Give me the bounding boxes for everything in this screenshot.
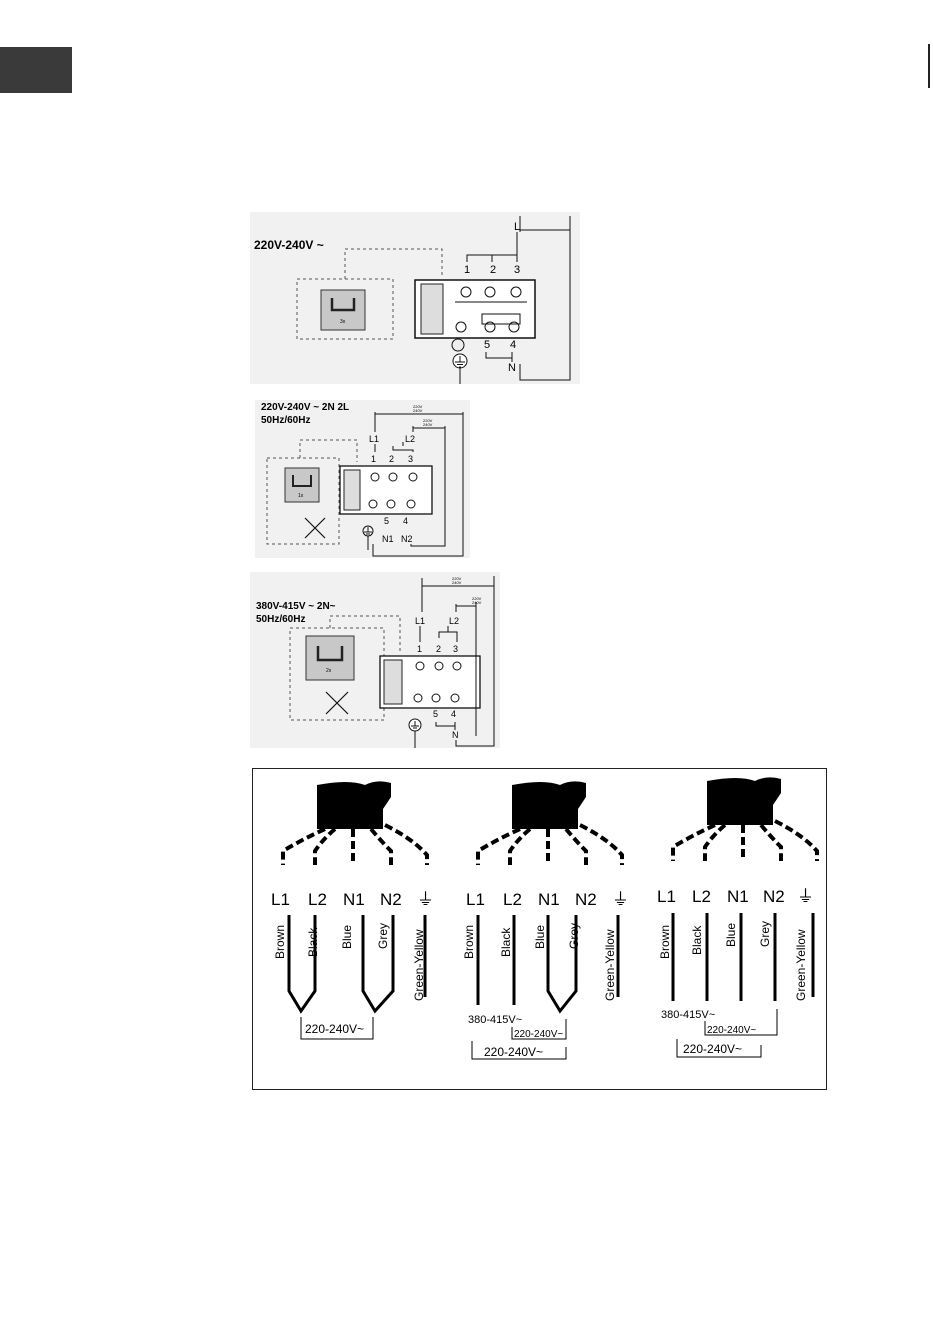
terminal-label-L1: L1 <box>271 890 290 909</box>
earth-icon: ⏚ <box>417 890 434 909</box>
terminal-3: 3 <box>408 454 413 464</box>
wire-color-black: Black <box>306 927 320 957</box>
page-tab-marker <box>0 47 72 93</box>
wire-color-brown: Brown <box>462 925 476 959</box>
scale-label: 240V <box>423 422 433 427</box>
terminal-5: 5 <box>433 709 438 719</box>
terminal-2: 2 <box>436 644 441 654</box>
line-label-L2: L2 <box>449 616 459 626</box>
line-label-L2: L2 <box>405 434 415 444</box>
bridge-count: 3x <box>340 319 346 325</box>
wire-color-blue: Blue <box>724 923 738 947</box>
terminal-1: 1 <box>417 644 422 654</box>
line-label-N: N <box>452 730 459 740</box>
terminal-4: 4 <box>510 339 516 351</box>
line-label-N1: N1 <box>382 534 394 544</box>
wire-color-green-yellow: Green-Yellow <box>603 929 617 1001</box>
scale-label: 240V <box>452 580 462 585</box>
voltage-220-240: 220-240V~ <box>707 1025 756 1036</box>
terminal-label-L1: L1 <box>657 887 676 906</box>
wire-color-blue: Blue <box>340 925 354 949</box>
wire-color-grey: Grey <box>758 921 772 947</box>
terminal-5: 5 <box>484 339 490 351</box>
wire-color-green-yellow: Green-Yellow <box>412 929 426 1001</box>
scale-label: 240V <box>413 408 423 413</box>
terminal-label-N2: N2 <box>380 890 402 909</box>
voltage-label: 380V-415V ~ 2N~ <box>256 601 336 612</box>
cable-group-1: L1 L2 N1 N2 ⏚ Brown Black Blue Grey Gree… <box>271 781 434 1040</box>
voltage-380-415: 380-415V~ <box>661 1009 715 1021</box>
terminal-label-N1: N1 <box>538 890 560 909</box>
terminal-label-L2: L2 <box>308 890 327 909</box>
terminal-label-N2: N2 <box>575 890 597 909</box>
frequency-label: 50Hz/60Hz <box>261 415 310 426</box>
earth-icon: ⏚ <box>612 890 629 909</box>
wiring-diagram-single-phase: 220V-240V ~ 3x 1 2 3 5 4 L N <box>250 212 580 384</box>
no-bridge-icon <box>325 691 349 715</box>
terminal-3: 3 <box>453 644 458 654</box>
terminal-2: 2 <box>389 454 394 464</box>
terminal-2: 2 <box>490 264 496 276</box>
wire-color-black: Black <box>690 925 704 955</box>
terminal-4: 4 <box>451 709 456 719</box>
wire-color-grey: Grey <box>567 923 581 949</box>
terminal-label-N2: N2 <box>763 887 785 906</box>
no-bridge-icon <box>304 517 326 539</box>
terminal-label-L1: L1 <box>466 890 485 909</box>
voltage-label: 220V-240V ~ 2N 2L <box>261 402 349 413</box>
terminal-label-N1: N1 <box>727 887 749 906</box>
terminal-label-L2: L2 <box>692 887 711 906</box>
frequency-label: 50Hz/60Hz <box>256 614 305 625</box>
wire-color-brown: Brown <box>273 925 287 959</box>
bridge-count: 2x <box>326 668 332 674</box>
terminal-4: 4 <box>403 516 408 526</box>
voltage-220-240: 220-240V~ <box>305 1022 364 1036</box>
cable-connection-diagrams: L1 L2 N1 N2 ⏚ Brown Black Blue Grey Gree… <box>252 768 827 1090</box>
scale-label: 220V <box>452 576 462 581</box>
earth-icon: ⏚ <box>797 887 814 906</box>
wiring-diagram-three-phase: 380V-415V ~ 2N~ 50Hz/60Hz 2x 1 2 3 5 4 L… <box>250 572 500 748</box>
wiring-diagram-2n-2l: 220V-240V ~ 2N 2L 50Hz/60Hz 1x 1 2 3 5 4… <box>255 400 470 558</box>
bridge-icon <box>320 289 366 331</box>
voltage-380-415: 380-415V~ <box>468 1014 522 1026</box>
line-label-L1: L1 <box>415 616 425 626</box>
scale-label: 220V <box>413 404 423 409</box>
terminal-label-N1: N1 <box>343 890 365 909</box>
wire-color-brown: Brown <box>658 925 672 959</box>
terminal-1: 1 <box>371 454 376 464</box>
voltage-220-240: 220-240V~ <box>484 1045 543 1059</box>
voltage-label: 220V-240V ~ <box>254 238 324 252</box>
voltage-220-240: 220-240V~ <box>514 1029 563 1040</box>
page-edge-line <box>928 44 930 88</box>
scale-label: 220V <box>423 418 433 423</box>
wire-color-black: Black <box>499 927 513 957</box>
scale-label: 240V <box>472 600 482 605</box>
cable-group-3: L1 L2 N1 N2 ⏚ Brown Black Blue Grey Gree… <box>657 777 819 1058</box>
wire-color-blue: Blue <box>533 925 547 949</box>
wire-color-green-yellow: Green-Yellow <box>794 929 808 1001</box>
scale-label: 220V <box>472 596 482 601</box>
voltage-220-240: 220-240V~ <box>683 1042 742 1056</box>
terminal-3: 3 <box>514 264 520 276</box>
line-label-L: L <box>514 221 520 233</box>
wire-color-grey: Grey <box>376 923 390 949</box>
bridge-icon <box>305 635 355 681</box>
bridge-count: 1x <box>298 493 304 499</box>
terminal-5: 5 <box>384 516 389 526</box>
line-label-L1: L1 <box>369 434 379 444</box>
line-label-N2: N2 <box>401 534 413 544</box>
terminal-label-L2: L2 <box>503 890 522 909</box>
line-label-N: N <box>508 362 516 374</box>
cable-group-2: L1 L2 N1 N2 ⏚ Brown Black Blue Grey Gree… <box>462 781 629 1060</box>
terminal-1: 1 <box>464 264 470 276</box>
